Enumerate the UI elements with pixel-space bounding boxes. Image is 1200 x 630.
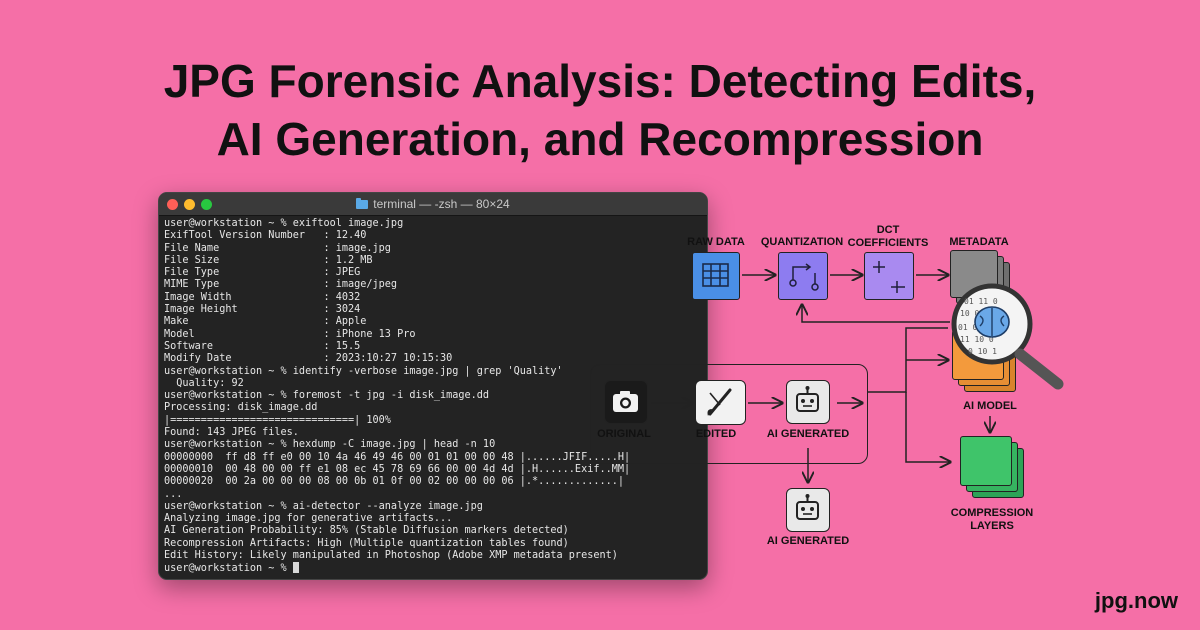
svg-text:10 01 1: 10 01 1 (960, 309, 994, 318)
ai-generated-node-2[interactable] (786, 488, 830, 532)
terminal-line: Make : Apple (164, 316, 367, 328)
raw-data-label: RAW DATA (687, 236, 745, 248)
terminal-line: ... (164, 488, 183, 500)
original-node[interactable] (604, 380, 648, 424)
terminal-line: MIME Type : image/jpeg (164, 279, 398, 291)
terminal-line: 00000000 ff d8 ff e0 00 10 4a 46 49 46 0… (164, 451, 631, 463)
title-line-2: AI Generation, and Recompression (216, 113, 984, 165)
terminal-line: Model : iPhone 13 Pro (164, 328, 416, 340)
terminal-line: Modify Date : 2023:10:27 10:15:30 (164, 353, 453, 365)
compression-label-line2: LAYERS (970, 520, 1014, 532)
terminal-line: Quality: 92 (164, 377, 244, 389)
terminal-line: File Type : JPEG (164, 267, 361, 279)
original-label: ORIGINAL (597, 428, 651, 440)
terminal-prompt: user@workstation ~ % (164, 563, 293, 575)
terminal-line: Processing: disk_image.dd (164, 402, 318, 414)
terminal-line: user@workstation ~ % hexdump -C image.jp… (164, 439, 496, 451)
terminal-line: 00000020 00 2a 00 00 00 08 00 0b 01 0f 0… (164, 476, 625, 488)
terminal-line: user@workstation ~ % foremost -t jpg -i … (164, 390, 490, 402)
dct-node[interactable] (864, 252, 914, 300)
terminal-titlebar[interactable]: terminal — -zsh — 80×24 (159, 193, 707, 216)
terminal-line: user@workstation ~ % ai-detector --analy… (164, 500, 483, 512)
minimize-window-button[interactable] (184, 199, 195, 210)
terminal-line: user@workstation ~ % exiftool image.jpg (164, 218, 404, 229)
grid-icon (702, 263, 729, 287)
robot-icon (796, 494, 819, 520)
ai-model-label: AI MODEL (963, 400, 1017, 412)
edited-node[interactable] (695, 380, 746, 425)
terminal-line: AI Generation Probability: 85% (Stable D… (164, 525, 569, 537)
terminal-prompt-line[interactable]: user@workstation ~ % (164, 562, 702, 575)
terminal-line: Recompression Artifacts: High (Multiple … (164, 537, 569, 549)
ai-generated-label: AI GENERATED (766, 428, 850, 440)
svg-text:01 11 0: 01 11 0 (964, 297, 998, 306)
raw-data-node[interactable] (692, 252, 740, 300)
terminal-line: user@workstation ~ % identify -verbose i… (164, 365, 563, 377)
brand-logo[interactable]: jpg.now (1094, 588, 1178, 613)
terminal-line: |==============================| 100% (164, 414, 391, 426)
page-title: JPG Forensic Analysis: Detecting Edits, … (0, 52, 1200, 168)
svg-text:11 10 0: 11 10 0 (960, 335, 994, 344)
metadata-label: METADATA (949, 236, 1009, 248)
maximize-window-button[interactable] (201, 199, 212, 210)
quantization-label: QUANTIZATION (760, 236, 844, 248)
title-line-1: JPG Forensic Analysis: Detecting Edits, (163, 55, 1037, 107)
folder-icon (356, 198, 369, 209)
dct-label: DCT COEFFICIENTS (848, 224, 929, 250)
flow-icon (789, 263, 819, 291)
ai-generated-node[interactable] (786, 380, 830, 424)
terminal-line: File Name : image.jpg (164, 242, 391, 254)
terminal-title-text: terminal — -zsh — 80×24 (373, 197, 510, 211)
terminal-title: terminal — -zsh — 80×24 (159, 197, 707, 211)
terminal-line: ExifTool Version Number : 12.40 (164, 230, 367, 242)
svg-text:0 10 1: 0 10 1 (968, 347, 997, 356)
brush-icon (707, 388, 732, 416)
quantization-node[interactable] (778, 252, 828, 300)
dct-label-line2: COEFFICIENTS (847, 237, 929, 249)
terminal-cursor (292, 562, 299, 574)
compression-node[interactable] (960, 436, 1012, 486)
close-window-button[interactable] (167, 199, 178, 210)
terminal-line: Found: 143 JPEG files. (164, 427, 299, 439)
terminal-line: Image Width : 4032 (164, 291, 361, 303)
compression-label-line1: COMPRESSION (950, 507, 1034, 519)
brain-icon (974, 306, 1010, 338)
camera-icon (613, 391, 638, 412)
terminal-line: File Size : 1.2 MB (164, 254, 373, 266)
compression-label: COMPRESSION LAYERS (951, 507, 1034, 533)
dct-label-line1: DCT (876, 224, 900, 236)
flow-container (590, 364, 868, 464)
plus-icon (873, 261, 905, 293)
terminal-line: 00000010 00 48 00 00 ff e1 08 ec 45 78 6… (164, 463, 631, 475)
terminal-line: Edit History: Likely manipulated in Phot… (164, 550, 618, 562)
terminal-line: Image Height : 3024 (164, 304, 361, 316)
robot-icon (796, 386, 819, 412)
ai-generated-label-2: AI GENERATED (766, 535, 850, 547)
terminal-line: Software : 15.5 (164, 340, 361, 352)
terminal-line: Analyzing image.jpg for generative artif… (164, 513, 453, 525)
magnifier-icon: 01 11 0 10 01 1 01 00 11 11 10 0 0 10 1 (951, 283, 1064, 390)
edited-label: EDITED (695, 428, 737, 440)
